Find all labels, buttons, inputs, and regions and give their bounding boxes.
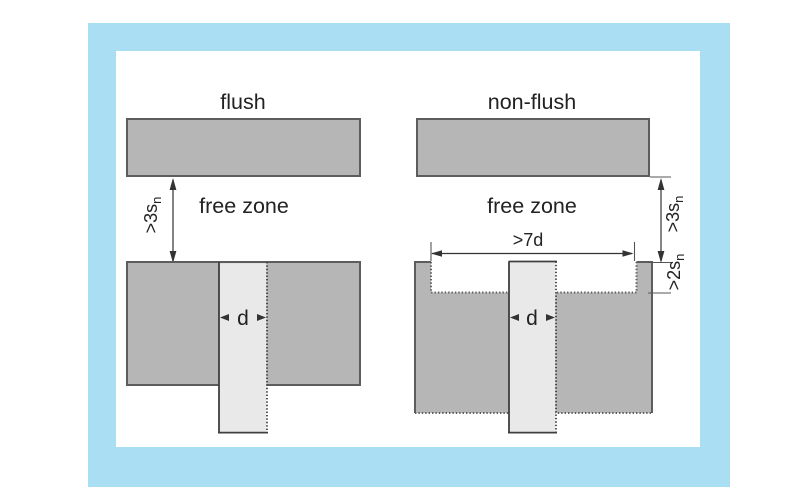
arrow-right-head	[622, 250, 634, 257]
nonflush-title: non-flush	[488, 90, 576, 114]
arrow-down-head	[657, 251, 665, 263]
nonflush-sensor	[508, 260, 557, 434]
arrow-up-head	[657, 178, 665, 190]
flush-gap-arrow	[169, 178, 177, 263]
nonflush-clear-width-dim: >7d	[430, 230, 636, 261]
block-left-outer-edge	[414, 261, 431, 413]
arrow-right-head	[257, 314, 266, 321]
nonflush-free-zone-label: free zone	[487, 194, 577, 218]
flush-title: flush	[220, 90, 265, 114]
arrow-up-head	[169, 178, 177, 190]
arrow-left-head	[431, 250, 442, 257]
arrow-down-head	[169, 251, 177, 263]
nonflush-diameter-label: d	[526, 307, 538, 330]
nonflush-recess-dim-label: >2sn	[664, 254, 687, 291]
flush-target-plate	[126, 118, 361, 177]
flush-diameter-dim: d	[220, 307, 266, 330]
flush-diagram: flush >3sn free zone d	[126, 90, 361, 434]
nonflush-gap-dim: >3sn	[650, 176, 686, 263]
arrow-left-head	[510, 314, 519, 321]
flush-free-zone-label: free zone	[199, 194, 289, 218]
arrow-right-head	[546, 314, 555, 321]
flush-diameter-label: d	[237, 307, 249, 330]
nonflush-diameter-dim: d	[510, 307, 555, 330]
nonflush-recess-dim: >2sn	[648, 254, 687, 294]
flush-sensor	[218, 262, 268, 434]
nonflush-gap-dim-label: >3sn	[663, 196, 686, 233]
nonflush-diagram: non-flush free zone >7d	[414, 90, 687, 434]
arrow-left-head	[220, 314, 229, 321]
flush-gap-dim-label: >3sn	[141, 197, 164, 234]
nonflush-clear-width-label: >7d	[513, 230, 544, 250]
nonflush-target-plate	[416, 118, 650, 177]
